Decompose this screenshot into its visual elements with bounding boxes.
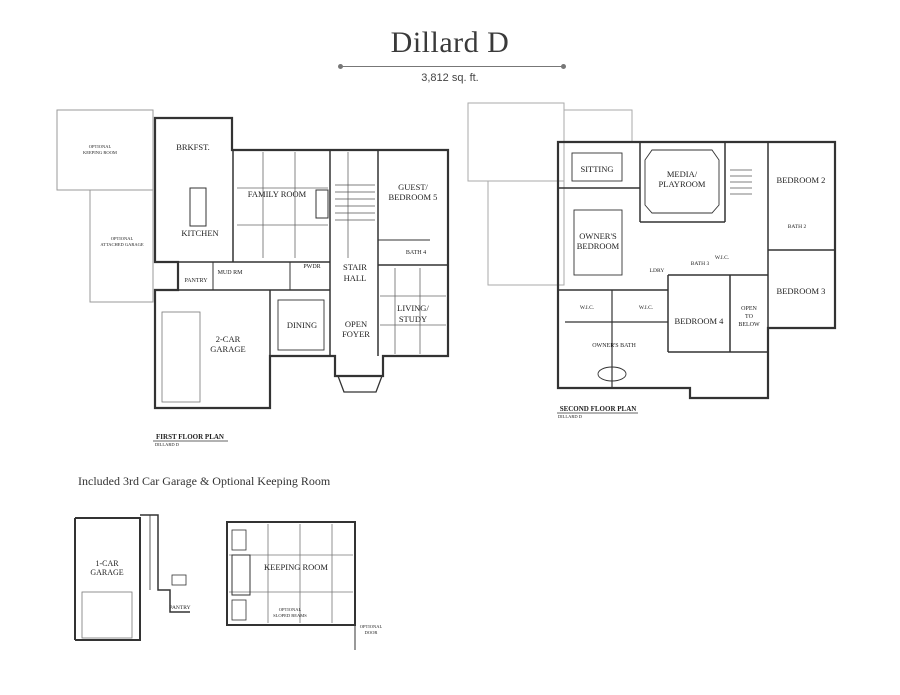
note-garage-1: OPTIONAL: [111, 236, 134, 241]
option-keeping-room-labels: KEEPING ROOM OPTIONAL SLOPED BEAMS OPTIO…: [264, 562, 382, 635]
label-bedroom4: BEDROOM 4: [675, 316, 725, 326]
options-heading: Included 3rd Car Garage & Optional Keepi…: [78, 474, 331, 488]
label-bedroom3: BEDROOM 3: [777, 286, 826, 296]
label-pantry: PANTRY: [184, 278, 208, 284]
label-guest-2: BEDROOM 5: [389, 192, 438, 202]
note-keeping-2: KEEPING ROOM: [83, 150, 117, 155]
note-garage-2: ATTACHED GARAGE: [100, 242, 144, 247]
label-family-room: FAMILY ROOM: [248, 189, 307, 199]
label-study: STUDY: [399, 314, 427, 324]
label-keeping-room: KEEPING ROOM: [264, 562, 328, 572]
label-open-to-below-2: TO: [745, 314, 754, 320]
label-wic-a: W.I.C.: [715, 255, 730, 261]
second-floor-labels: SITTING MEDIA/ PLAYROOM BEDROOM 2 OWNER'…: [558, 164, 826, 419]
note-sloped-1: OPTIONAL: [279, 607, 302, 612]
label-open-to-below-1: OPEN: [741, 306, 757, 312]
label-brkfst: BRKFST.: [176, 142, 210, 152]
label-owners-bath: OWNER'S BATH: [592, 343, 636, 349]
first-floor-labels: BRKFST. FAMILY ROOM KITCHEN GUEST/ BEDRO…: [83, 142, 437, 447]
label-option-pantry: PANTRY: [169, 605, 190, 611]
label-bedroom2: BEDROOM 2: [777, 175, 826, 185]
label-foyer: FOYER: [342, 329, 370, 339]
note-door-1: OPTIONAL: [360, 624, 383, 629]
label-living: LIVING/: [397, 303, 429, 313]
label-bath3: BATH 3: [691, 261, 710, 267]
label-ldry: LDRY: [650, 268, 665, 274]
first-floor-plan: [56, 109, 450, 410]
page-title: Dillard D: [390, 26, 510, 59]
label-1car-garage: GARAGE: [90, 568, 123, 577]
label-sitting: SITTING: [580, 164, 613, 174]
label-media: MEDIA/: [667, 169, 698, 179]
second-floor-walls: [556, 140, 837, 400]
first-floor-walls: [153, 116, 450, 410]
label-guest-1: GUEST/: [398, 182, 428, 192]
label-garage: GARAGE: [210, 344, 245, 354]
label-hall: HALL: [344, 273, 367, 283]
label-playroom: PLAYROOM: [659, 179, 706, 189]
note-door-2: DOOR: [365, 630, 378, 635]
label-wic-b: W.I.C.: [580, 305, 595, 311]
label-owners: OWNER'S: [579, 231, 617, 241]
caption-first-floor: FIRST FLOOR PLAN: [156, 433, 224, 441]
label-open: OPEN: [345, 319, 367, 329]
option-garage-labels: 1-CAR GARAGE PANTRY: [90, 559, 190, 611]
label-2car: 2-CAR: [216, 334, 241, 344]
caption-first-floor-sub: DILLARD D: [155, 442, 180, 447]
option-keeping-room-plan: [226, 521, 356, 650]
label-kitchen: KITCHEN: [181, 228, 218, 238]
label-mud-rm: MUD RM: [218, 270, 244, 276]
option-garage-plan: [74, 514, 190, 641]
caption-second-floor-sub: DILLARD D: [558, 414, 583, 419]
caption-second-floor: SECOND FLOOR PLAN: [560, 405, 637, 413]
square-footage: 3,812 sq. ft.: [421, 72, 479, 84]
optional-garage-outline: [89, 189, 154, 303]
title-divider: [338, 64, 566, 69]
label-dining: DINING: [287, 320, 317, 330]
label-1car: 1-CAR: [95, 559, 119, 568]
label-wic-c: W.I.C.: [639, 305, 654, 311]
label-bath2: BATH 2: [788, 224, 807, 230]
second-floor-plan: [467, 102, 837, 400]
note-keeping-1: OPTIONAL: [89, 144, 112, 149]
label-pwdr: PWDR: [303, 264, 320, 270]
note-sloped-2: SLOPED BEAMS: [273, 613, 307, 618]
label-bath4: BATH 4: [406, 250, 426, 256]
label-open-to-below-3: BELOW: [738, 322, 760, 328]
label-owners-bedroom: BEDROOM: [577, 241, 620, 251]
label-stair: STAIR: [343, 262, 367, 272]
